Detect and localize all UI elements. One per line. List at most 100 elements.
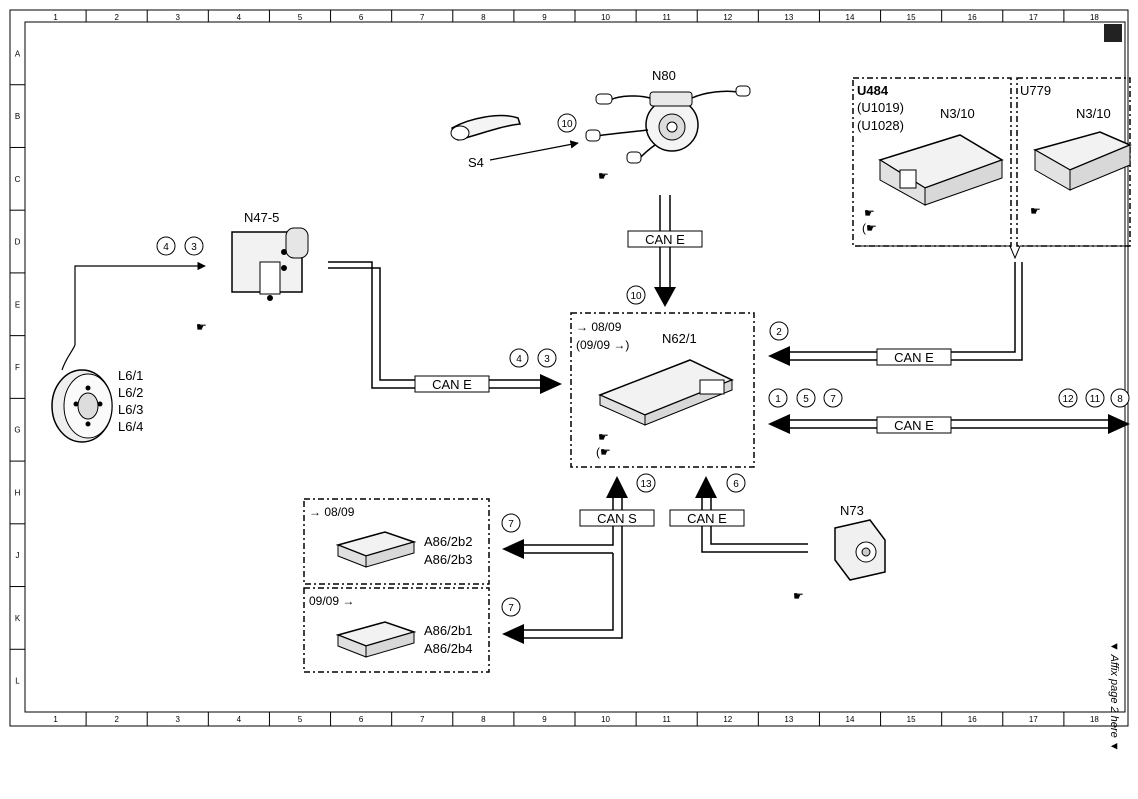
grid-col-top-6: 6 [359, 13, 364, 22]
svg-text:11: 11 [1090, 394, 1101, 405]
grid-col-top-8: 8 [481, 13, 486, 22]
can-e-label-bidir: CAN E [894, 418, 934, 433]
u779-label: U779 [1020, 83, 1051, 98]
grid-col-bottom-3: 3 [176, 715, 181, 724]
circle-can-s: 13 [636, 473, 656, 493]
sensors-b-date: 09/09 → [309, 594, 354, 608]
grid-col-bottom-9: 9 [542, 715, 547, 724]
grid-col-top-4: 4 [237, 13, 242, 22]
grid-col-bottom-1: 1 [53, 715, 58, 724]
n47-5-module [231, 227, 309, 301]
svg-text:10: 10 [630, 291, 642, 302]
grid-row-L: L [15, 677, 20, 686]
grid-col-bottom-8: 8 [481, 715, 486, 724]
grid-col-top-16: 16 [968, 13, 977, 22]
circle-sens-b: 7 [501, 597, 521, 617]
grid-row-D: D [15, 238, 21, 247]
n73-module [834, 519, 886, 581]
can-s-label: CAN S [597, 511, 637, 526]
svg-text:6: 6 [733, 479, 739, 490]
n47-5-label: N47-5 [244, 210, 279, 225]
svg-text:10: 10 [561, 119, 573, 130]
n62-1-from-date: → 08/09 [576, 320, 622, 334]
grid-col-top-14: 14 [846, 13, 855, 22]
wheel-sensor-label-2: L6/2 [118, 385, 143, 400]
s4-arrow [489, 140, 579, 161]
grid-col-bottom-6: 6 [359, 715, 364, 724]
u484-note-icon-2: (☛ [862, 221, 877, 235]
n62-1-to-date: (09/09 →) [576, 338, 629, 352]
grid-col-bottom-11: 11 [663, 715, 672, 724]
grid-col-top-13: 13 [784, 13, 793, 22]
grid-row-G: G [14, 426, 20, 435]
svg-text:3: 3 [544, 354, 550, 365]
page-corner-badge [1104, 24, 1122, 42]
u484-label: U484 [857, 83, 889, 98]
circle-n80-link: 10 [557, 113, 577, 133]
u484-variant-1: (U1019) [857, 100, 904, 115]
n62-1-box [570, 312, 755, 468]
grid-col-top-10: 10 [601, 13, 610, 22]
svg-text:7: 7 [508, 519, 514, 530]
grid-row-C: C [15, 175, 21, 184]
grid-col-bottom-2: 2 [114, 715, 119, 724]
circle-sens-a: 7 [501, 513, 521, 533]
u484-can-e-line [790, 262, 1023, 361]
grid-col-top-2: 2 [114, 13, 119, 22]
sensor-b-label-2: A86/2b4 [424, 641, 472, 656]
grid-col-top-15: 15 [907, 13, 916, 22]
n73-label: N73 [840, 503, 864, 518]
circle-bidir-r3: 8 [1110, 388, 1130, 408]
grid-col-bottom-13: 13 [784, 715, 793, 724]
wheel-speed-sensor [51, 344, 113, 443]
can-e-label-bottom: CAN E [687, 511, 727, 526]
grid-col-top-9: 9 [542, 13, 547, 22]
grid-col-top-3: 3 [176, 13, 181, 22]
circle-bidir-r2: 11 [1085, 388, 1105, 408]
n47-5-note-icon: ☛ [196, 320, 207, 334]
sensors-a-box [303, 498, 490, 585]
grid-col-bottom-10: 10 [601, 715, 610, 724]
affix-note-text: ▼ Affix page 2 here ▼ [1108, 641, 1120, 752]
frame-border [9, 9, 1129, 727]
affix-note: ▼ Affix page 2 here ▼ [1104, 640, 1124, 790]
circle-bidir-l2: 5 [796, 388, 816, 408]
grid-col-bottom-4: 4 [237, 715, 242, 724]
svg-text:4: 4 [163, 242, 169, 253]
grid-row-H: H [15, 488, 21, 497]
sensors-a-date: → 08/09 [309, 505, 355, 519]
wheel-sensor-label-4: L6/4 [118, 419, 143, 434]
grid-col-bottom-5: 5 [298, 715, 303, 724]
u484-box [852, 77, 1012, 247]
n62-1-label: N62/1 [662, 331, 697, 346]
svg-text:7: 7 [508, 603, 514, 614]
u484-variant-2: (U1028) [857, 118, 904, 133]
n80-module [585, 85, 751, 164]
n62-1-module [598, 359, 734, 426]
grid-col-top-17: 17 [1029, 13, 1038, 22]
circle-n47-a: 4 [156, 236, 176, 256]
grid-row-E: E [15, 300, 20, 309]
circle-wheel-a: 4 [509, 348, 529, 368]
wheel-to-n47-line [74, 261, 206, 345]
u484-n3-10-label: N3/10 [940, 106, 975, 121]
u779-n3-10-label: N3/10 [1076, 106, 1111, 121]
grid-row-F: F [15, 363, 20, 372]
can-e-label-right: CAN E [894, 350, 934, 365]
sensor-a-module [335, 531, 417, 568]
grid-col-top-7: 7 [420, 13, 425, 22]
circle-right-in: 2 [769, 321, 789, 341]
circle-bidir-l3: 7 [823, 388, 843, 408]
u484-note-icon-1: ☛ [864, 206, 875, 220]
sensor-b-label-1: A86/2b1 [424, 623, 472, 638]
svg-text:3: 3 [191, 242, 197, 253]
sensor-b-module [335, 621, 417, 658]
grid-col-bottom-17: 17 [1029, 715, 1038, 724]
svg-text:1: 1 [775, 394, 781, 405]
sensors-b-box [303, 587, 490, 673]
circle-can-e-bottom: 6 [726, 473, 746, 493]
